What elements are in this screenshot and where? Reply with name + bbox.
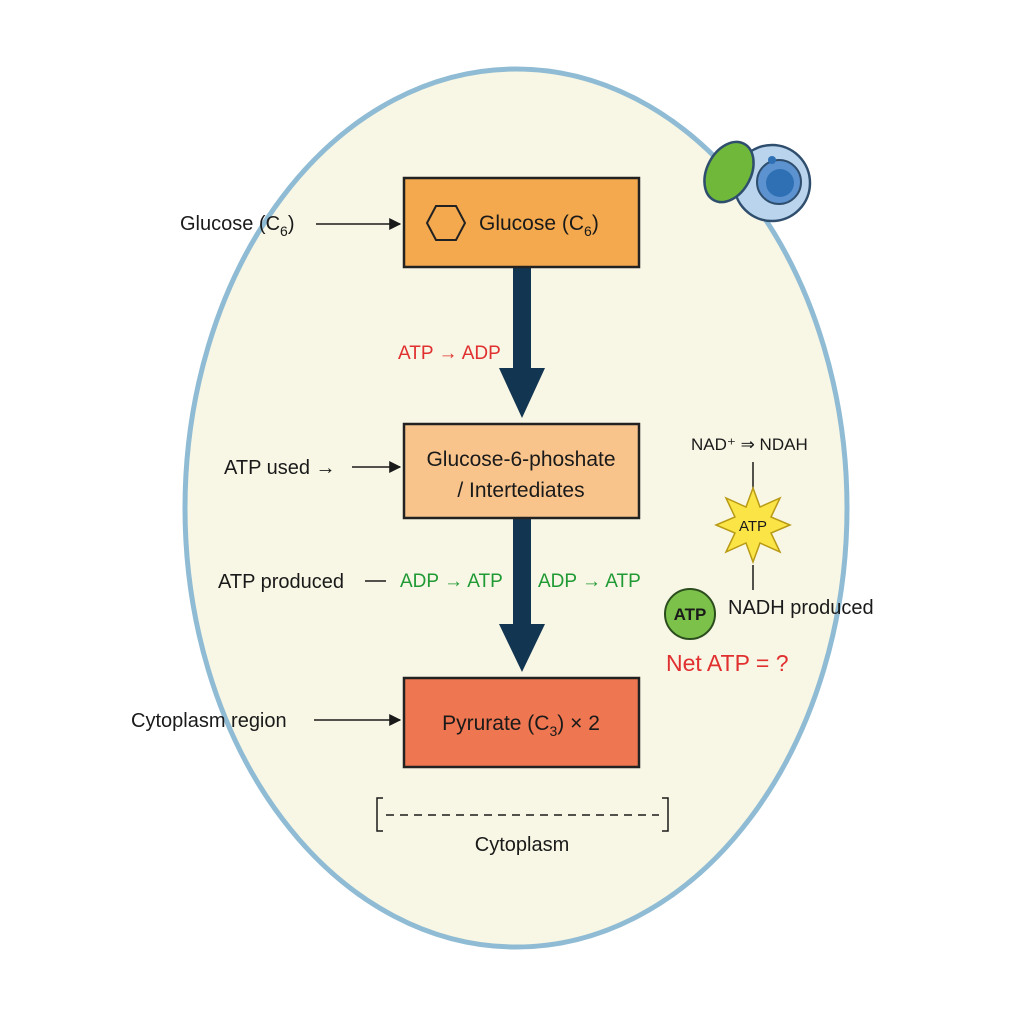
pyruvate-box: Pyrurate (C3) × 2 [402,676,641,769]
intermediate-box: Glucose-6-phoshate / Intertediates [402,422,641,520]
atp-badge-icon [664,588,716,640]
left-label-cytoplasm-region: Cytoplasm region [131,710,287,732]
nadh-produced-label: NADH produced [728,597,874,619]
nad-to-nadh-label: NAD⁺ ⇒ NDAH [691,435,808,454]
left-label-atp-produced: ATP produced [218,571,344,593]
cytoplasm-label: Cytoplasm [475,834,569,856]
left-label-glucose: Glucose (C6) [180,213,295,239]
star-atp-label: ATP [739,518,767,535]
pyruvate-box-label: Pyrurate (C3) × 2 [442,712,600,739]
glucose-box: Glucose (C6) [402,176,641,269]
reaction-adp-to-atp-right: ADP → ATP [538,571,641,592]
net-atp-label: Net ATP = ? [666,650,789,676]
star-burst-icon [714,485,792,565]
atp-badge-label: ATP [674,605,707,624]
reaction-adp-to-atp-left: ADP → ATP [400,571,503,592]
reaction-atp-to-adp: ATP → ADP [398,343,501,364]
cell-icon [703,140,812,223]
glucose-box-label: Glucose (C6) [479,212,599,239]
flow-arrow-lower [499,518,545,672]
hexagon-icon [425,205,467,241]
cytoplasm-bracket [376,797,669,832]
intermediate-box-line2: / Intertediates [457,479,584,502]
left-label-atp-used: ATP used → [224,457,336,479]
intermediate-box-line1: Glucose-6-phoshate [426,448,615,471]
flow-arrow-upper [499,268,545,418]
